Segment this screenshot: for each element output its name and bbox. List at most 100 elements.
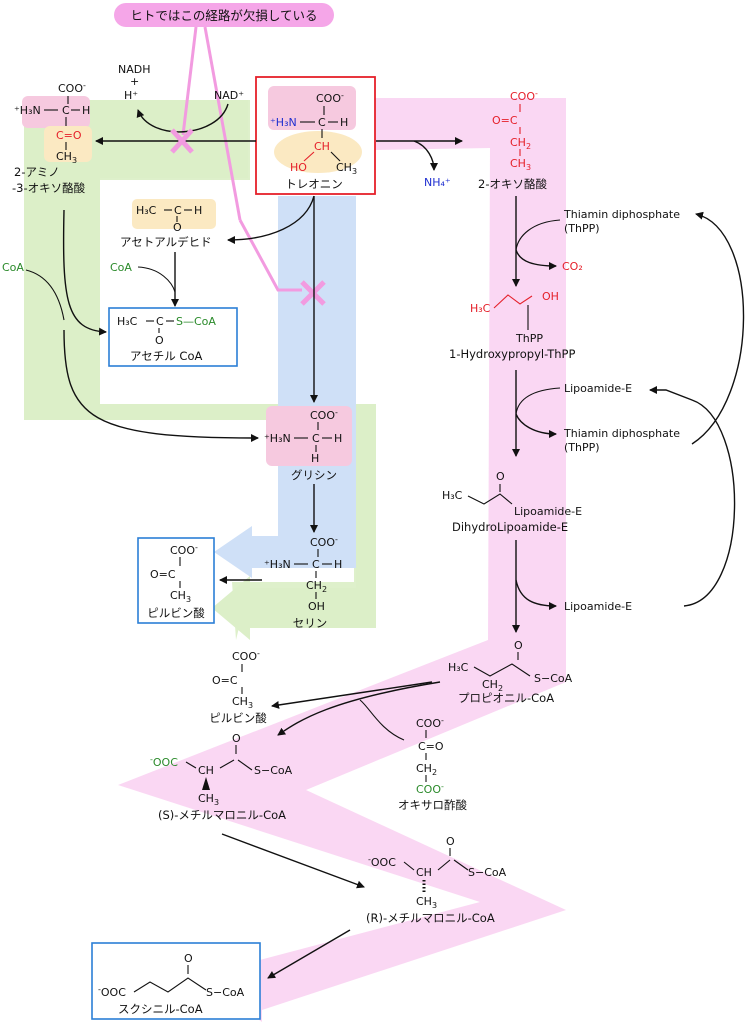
propionyl-coa: O H₃C CH2 S−CoA プロピオニル-CoA xyxy=(448,639,573,705)
gly-h1: H xyxy=(334,432,342,445)
serine-label: セリン xyxy=(293,616,328,630)
rmm-bond-1 xyxy=(403,861,415,871)
smm-bond-3 xyxy=(237,759,253,771)
ser-h: H xyxy=(334,558,342,571)
nh4-curve xyxy=(413,140,438,171)
nh4-text: NH₄⁺ xyxy=(424,176,451,189)
ser-oh: OH xyxy=(308,600,325,613)
succinyl-label: スクシニル-CoA xyxy=(118,1002,203,1016)
arrow-aob-to-gly xyxy=(63,329,259,442)
glycine: COO- ⁺H₃N C H H グリシン xyxy=(264,406,352,482)
thr-c: C xyxy=(318,116,326,129)
thpp1-a: Thiamin diphosphate xyxy=(563,208,680,221)
pyr-coo: COO- xyxy=(170,543,198,557)
oxaloacetate: COO- C=O CH2 COO- オキサロ酢酸 xyxy=(398,716,467,812)
pathway-bands xyxy=(24,98,566,1022)
propionyl-label: プロピオニル-CoA xyxy=(458,691,554,705)
banner-pill xyxy=(114,3,334,27)
amino-oxobutyrate: COO- ⁺H₃N C H C=O CH3 2-アミノ -3-オキソ酪酸 xyxy=(12,81,92,195)
dihydrolipoamide-label: DihydroLipoamide-E xyxy=(452,520,568,534)
smm-scoa: S−CoA xyxy=(254,764,293,777)
smm-ch3: CH3 xyxy=(198,792,219,807)
rmm-o: O xyxy=(446,835,455,848)
gly-h2: H xyxy=(311,452,319,465)
oxb-ch3: CH3 xyxy=(510,157,531,172)
aob-label-1: 2-アミノ xyxy=(14,165,60,179)
succinyl-frame xyxy=(91,942,261,1020)
pyruvate-label: ピルビン酸 xyxy=(147,606,205,620)
oxb-oc: O=C xyxy=(492,114,518,127)
aob-c: C xyxy=(62,104,70,117)
thpp1-b: (ThPP) xyxy=(564,222,600,235)
acetyl-coa-label: アセチル CoA xyxy=(130,349,202,363)
ser-c: C xyxy=(312,558,320,571)
arrow-thr-to-ald xyxy=(227,195,315,244)
arrow-coa-to-acetylcoa xyxy=(62,209,107,336)
ald-h: H xyxy=(194,204,202,217)
smm-ch: CH xyxy=(198,764,214,777)
cycle-return-thpp xyxy=(691,211,745,445)
lipo2: Lipoamide-E xyxy=(564,600,632,613)
dihydrolipoamide: O H₃C Lipoamide-E DihydroLipoamide-E xyxy=(442,470,582,534)
dl-h3c: H₃C xyxy=(442,489,463,502)
hp-thpp: ThPP xyxy=(515,332,543,345)
nad-cofactors: NADH + H⁺ NAD⁺ xyxy=(118,63,244,133)
acetaldehyde-label: アセトアルデヒド xyxy=(120,235,212,249)
ser-ch2: CH2 xyxy=(306,579,327,594)
pc-scoa: S−CoA xyxy=(534,672,573,685)
suc-o: O xyxy=(184,952,193,965)
acetyl-coa-frame xyxy=(108,307,238,367)
arrow-smm-to-rmm xyxy=(221,833,365,889)
dl-lipo: Lipoamide-E xyxy=(514,505,582,518)
aob-keto-highlight xyxy=(44,126,92,162)
ser-h3n: ⁺H₃N xyxy=(264,558,291,571)
arrow-prop-to-pyr2 xyxy=(271,681,433,709)
blocked-x-1 xyxy=(170,128,194,154)
threonine-side-highlight xyxy=(274,131,362,173)
aob-h3n: ⁺H₃N xyxy=(14,104,41,117)
acetyl-coa: H₃C C S—CoA O アセチル CoA xyxy=(108,307,238,367)
rmm-bond-2 xyxy=(437,859,451,871)
blue-band xyxy=(214,196,356,578)
rmm-ch3: CH3 xyxy=(416,895,437,910)
suc-ooc: -OOC xyxy=(98,985,126,999)
pyr2-ch3: CH3 xyxy=(232,695,253,710)
pyruvate-box: COO- O=C CH3 ピルビン酸 xyxy=(137,537,215,624)
pyr2-oc: O=C xyxy=(212,674,238,687)
nadh-plus: + xyxy=(130,75,139,88)
lipo1-curve xyxy=(515,387,561,415)
threonine-box: COO- ⁺H₃N C H CH HO CH3 トレオニン xyxy=(255,76,376,195)
rmm-ooc: -OOC xyxy=(368,855,396,869)
pc-h3c: H₃C xyxy=(448,661,469,674)
oxb-ch2: CH2 xyxy=(510,136,531,151)
nad-text: NAD⁺ xyxy=(214,89,244,102)
banner-text: ヒトではこの経路が欠損している xyxy=(130,8,317,23)
lipo1: Lipoamide-E xyxy=(564,382,632,395)
pc-ch2: CH2 xyxy=(482,678,503,693)
pyruvate-2-label: ピルビン酸 xyxy=(209,711,267,725)
oaa-ch2: CH2 xyxy=(416,762,437,777)
pc-o: O xyxy=(514,639,523,652)
rmm-scoa: S−CoA xyxy=(468,866,507,879)
thpp1-curve xyxy=(515,219,561,251)
banner-pointer-lower xyxy=(238,219,302,292)
banner-pointer-right xyxy=(203,26,242,221)
pyr2-coo: COO- xyxy=(232,649,260,663)
ald-h3c: H₃C xyxy=(136,204,157,217)
arrow-prop-to-smm xyxy=(277,681,441,736)
coa-left-curve xyxy=(25,269,65,321)
smm-wedge xyxy=(202,777,210,790)
acetaldehyde: H₃C C H O アセトアルデヒド xyxy=(120,199,216,249)
oxobutanoate-label: 2-オキソ酪酸 xyxy=(478,177,547,191)
thpp2-b: (ThPP) xyxy=(564,441,600,454)
oaa-curve xyxy=(359,699,405,741)
smm-bond-2 xyxy=(219,759,235,769)
thr-h3n: ⁺H₃N xyxy=(270,116,297,129)
oaa-coo: COO- xyxy=(416,716,444,730)
aob-coo: COO- xyxy=(58,81,86,95)
thr-ho: HO xyxy=(290,161,307,174)
acc-scoa: S—CoA xyxy=(176,315,216,328)
lipo2-curve xyxy=(515,579,557,610)
smm-bond-1 xyxy=(185,761,197,769)
